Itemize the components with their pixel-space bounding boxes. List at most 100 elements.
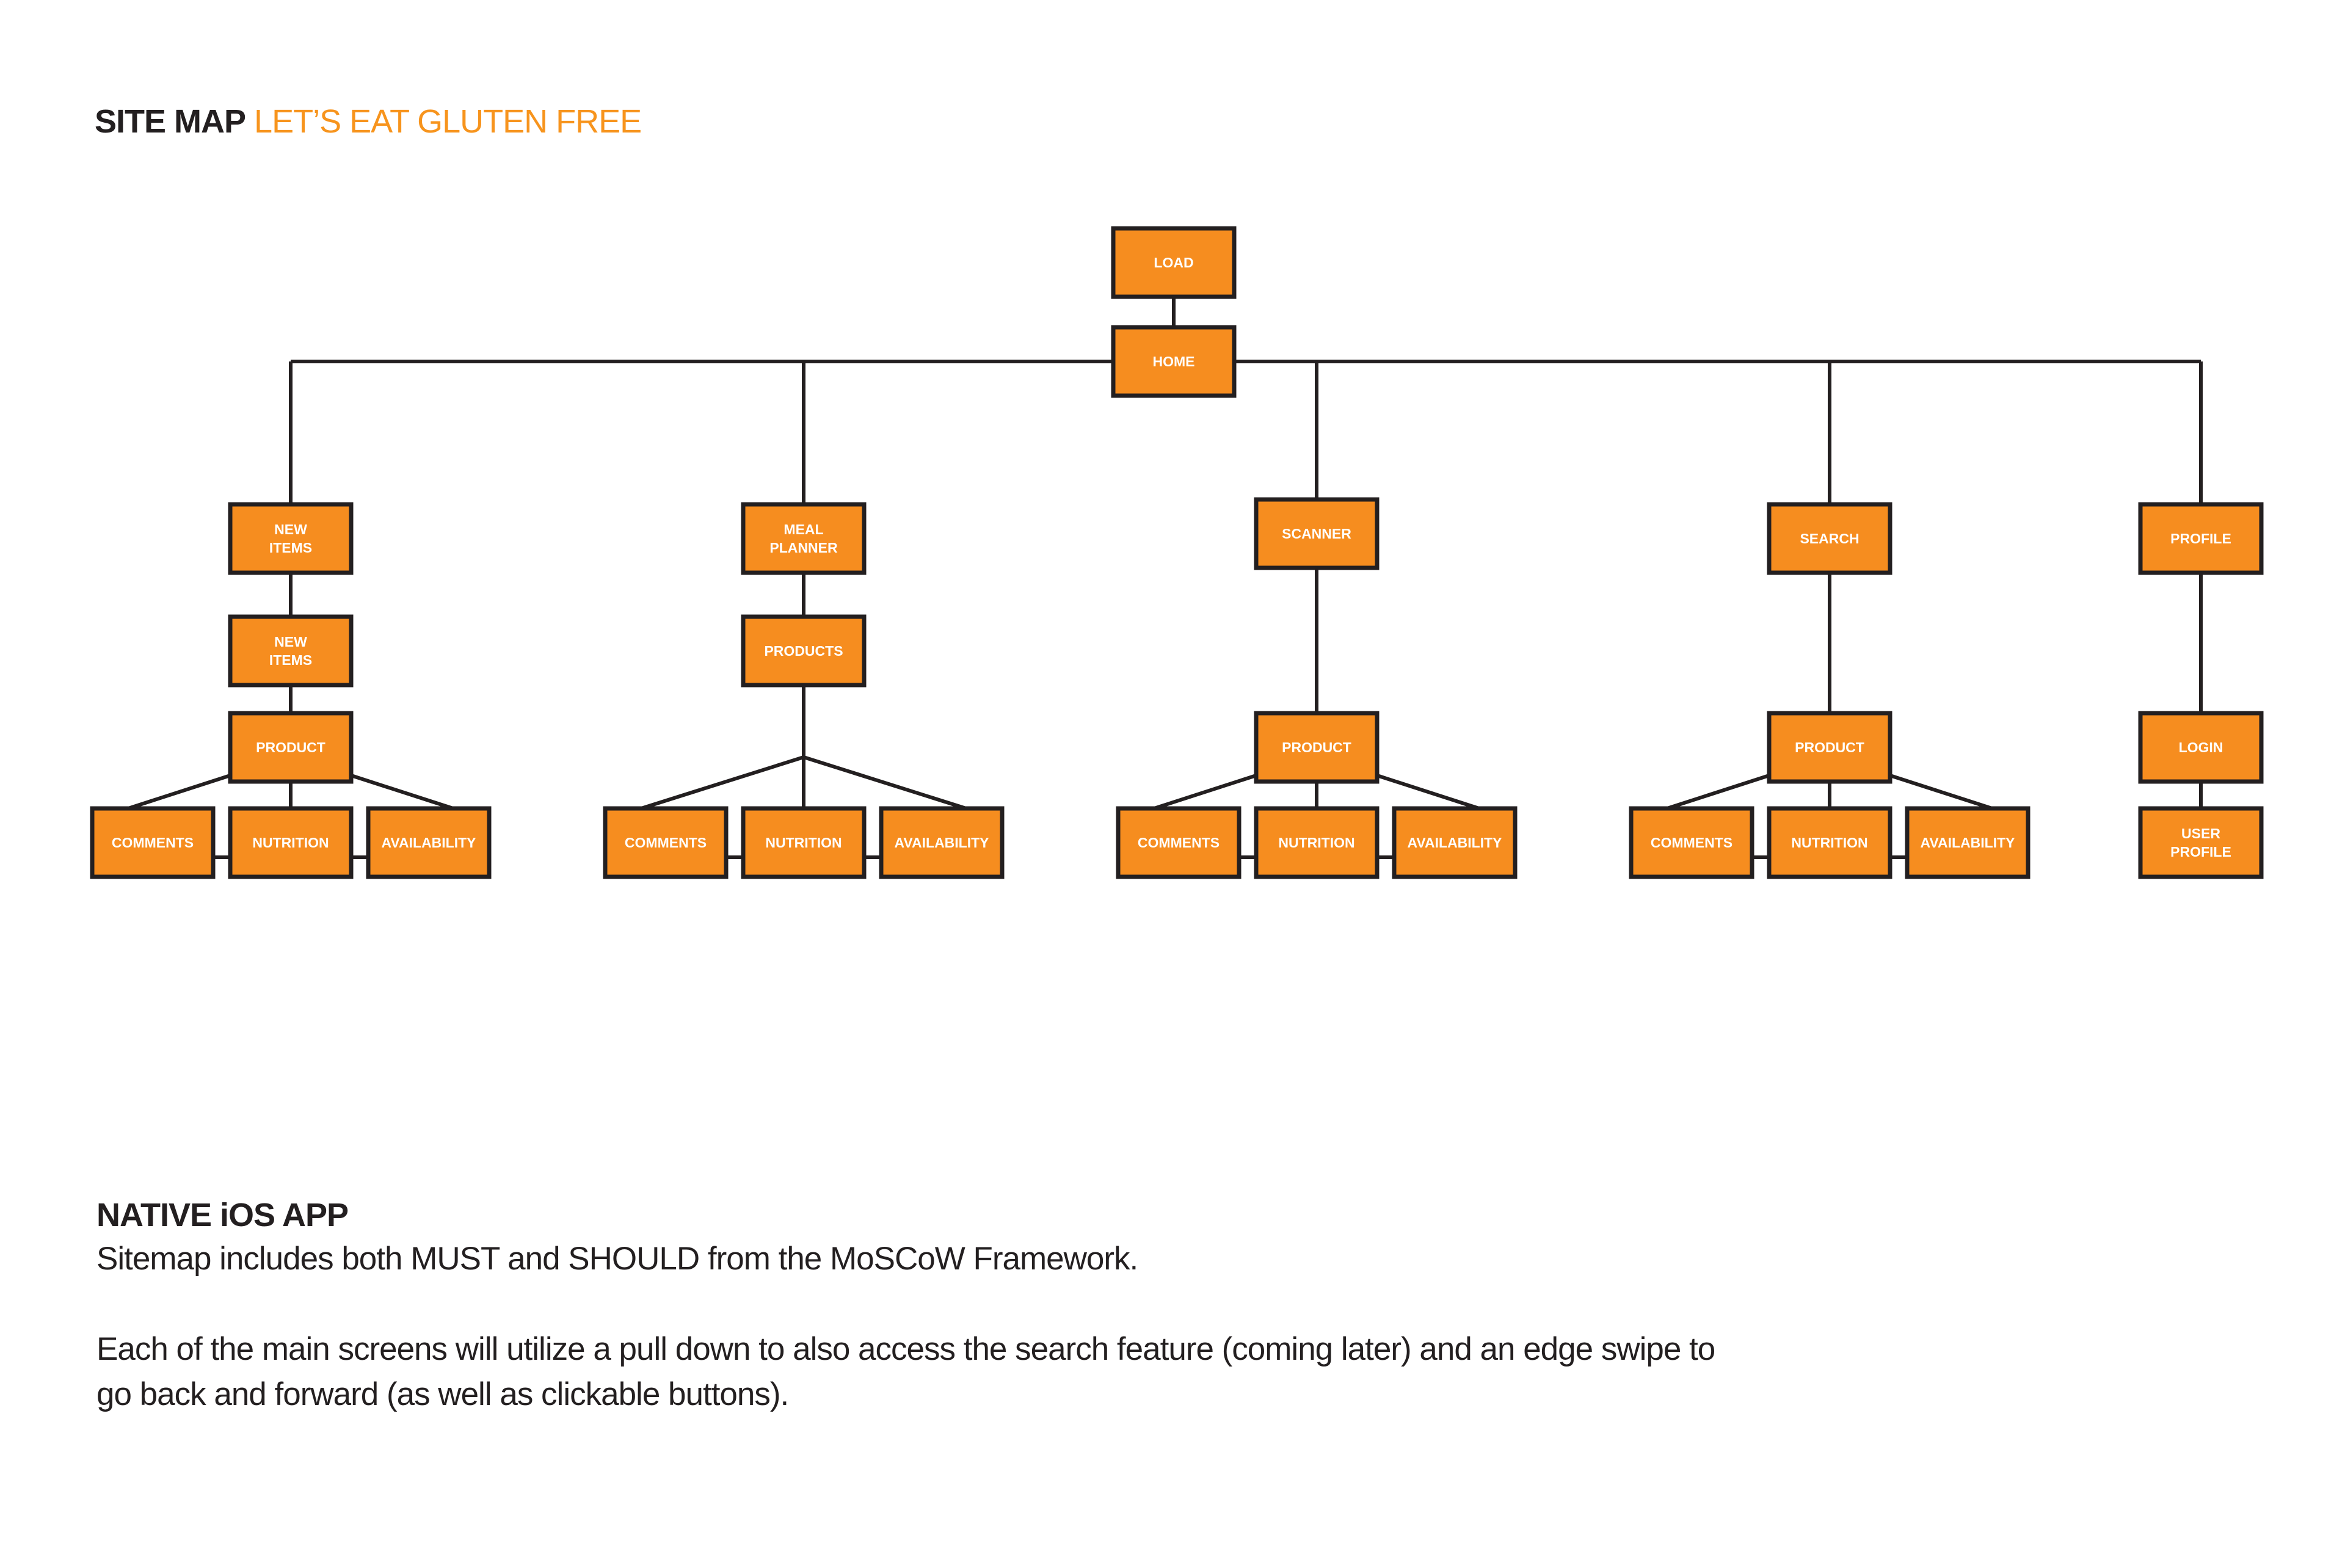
- node-search: SEARCH: [1767, 502, 1892, 575]
- node-product-1: PRODUCT: [228, 711, 354, 784]
- node-scanner-comments-label: COMMENTS: [1138, 835, 1220, 851]
- node-meal-planner-nutrition-label: NUTRITION: [765, 835, 842, 851]
- node-product-4-box: [1767, 711, 1892, 784]
- node-scanner-nutrition-box: [1254, 806, 1380, 879]
- node-user-profile-box: [2138, 806, 2264, 879]
- node-products-2-box: [741, 614, 867, 688]
- node-search-box: [1767, 502, 1892, 575]
- node-search-comments: COMMENTS: [1629, 806, 1754, 879]
- node-load-box: [1111, 226, 1237, 299]
- node-profile-box: [2138, 502, 2264, 575]
- node-new-items-box: [228, 502, 354, 575]
- notes-line-2a: Each of the main screens will utilize a …: [96, 1331, 1715, 1367]
- node-search-availability: AVAILABILITY: [1905, 806, 2031, 879]
- node-product-1-box: [228, 711, 354, 784]
- node-search-availability-box: [1905, 806, 2031, 879]
- edge-fan-left: [128, 774, 231, 810]
- node-user-profile-label: USER: [2181, 826, 2220, 841]
- node-meal-planner-availability-box: [879, 806, 1005, 879]
- node-search-label: SEARCH: [1800, 531, 1859, 546]
- node-new-items-label: ITEMS: [269, 540, 312, 556]
- node-load-label: LOAD: [1154, 255, 1193, 270]
- node-new-items-comments: COMMENTS: [90, 806, 216, 879]
- node-meal-planner-availability: AVAILABILITY: [879, 806, 1005, 879]
- node-new-items-2-label: ITEMS: [269, 652, 312, 668]
- notes-section: NATIVE iOS APP Sitemap includes both MUS…: [96, 1194, 2112, 1417]
- node-products-2: PRODUCTS: [741, 614, 867, 688]
- node-scanner-nutrition-label: NUTRITION: [1278, 835, 1354, 851]
- node-products-2-label: PRODUCTS: [764, 643, 843, 659]
- node-search-comments-box: [1629, 806, 1754, 879]
- node-scanner-box: [1254, 497, 1380, 570]
- node-search-nutrition-box: [1767, 806, 1892, 879]
- node-meal-planner: MEAL PLANNER: [741, 502, 867, 575]
- edge-fan-left: [641, 755, 804, 810]
- node-user-profile-label: PROFILE: [2170, 844, 2231, 860]
- edge-fan-left: [1154, 774, 1257, 810]
- node-new-items-2: NEW ITEMS: [228, 614, 354, 688]
- sitemap-edges: [128, 297, 2203, 859]
- page-title: SITE MAP LET’S EAT GLUTEN FREE: [95, 103, 642, 140]
- node-product-3: PRODUCT: [1254, 711, 1380, 784]
- node-meal-planner-comments-label: COMMENTS: [625, 835, 707, 851]
- node-profile: PROFILE: [2138, 502, 2264, 575]
- node-meal-planner-nutrition: NUTRITION: [741, 806, 867, 879]
- node-meal-planner-label: MEAL: [783, 521, 823, 537]
- node-login-box: [2138, 711, 2264, 784]
- edge-fan-right: [1376, 774, 1480, 810]
- edge-fan-right: [351, 774, 454, 810]
- node-search-nutrition-label: NUTRITION: [1791, 835, 1867, 851]
- node-home: HOME: [1111, 325, 1237, 398]
- node-meal-planner-nutrition-box: [741, 806, 867, 879]
- node-scanner-availability-label: AVAILABILITY: [1407, 835, 1502, 851]
- node-new-items-comments-box: [90, 806, 216, 879]
- node-new-items-availability: AVAILABILITY: [366, 806, 492, 879]
- node-scanner-nutrition: NUTRITION: [1254, 806, 1380, 879]
- notes-line-2b: go back and forward (as well as clickabl…: [96, 1376, 789, 1412]
- node-scanner-comments: COMMENTS: [1116, 806, 1242, 879]
- notes-spacer: [96, 1282, 2112, 1327]
- title-prefix: SITE MAP: [95, 103, 246, 140]
- node-product-4-label: PRODUCT: [1795, 739, 1864, 755]
- node-product-1-label: PRODUCT: [256, 739, 325, 755]
- node-home-label: HOME: [1153, 354, 1195, 369]
- node-new-items-2-label: NEW: [274, 634, 307, 650]
- node-product-3-label: PRODUCT: [1282, 739, 1351, 755]
- node-search-comments-label: COMMENTS: [1651, 835, 1732, 851]
- node-new-items-comments-label: COMMENTS: [112, 835, 194, 851]
- node-meal-planner-comments-box: [603, 806, 729, 879]
- edge-fan-left: [1667, 774, 1770, 810]
- node-profile-label: PROFILE: [2170, 531, 2231, 546]
- node-new-items-2-box: [228, 614, 354, 688]
- node-scanner-label: SCANNER: [1282, 526, 1351, 542]
- node-login: LOGIN: [2138, 711, 2264, 784]
- node-meal-planner-label: PLANNER: [769, 540, 838, 556]
- sitemap-nodes: LOAD HOME NEW ITEMS NEW ITEMS PRODUCT COMMENTS N…: [90, 226, 2264, 879]
- node-meal-planner-box: [741, 502, 867, 575]
- node-search-availability-label: AVAILABILITY: [1920, 835, 2015, 851]
- node-product-4: PRODUCT: [1767, 711, 1892, 784]
- node-product-3-box: [1254, 711, 1380, 784]
- edge-fan-right: [1889, 774, 1993, 810]
- node-new-items-nutrition-label: NUTRITION: [252, 835, 329, 851]
- node-scanner-availability-box: [1392, 806, 1518, 879]
- node-new-items-availability-box: [366, 806, 492, 879]
- node-new-items-nutrition-box: [228, 806, 354, 879]
- notes-line-1: Sitemap includes both MUST and SHOULD fr…: [96, 1241, 1138, 1277]
- node-new-items-nutrition: NUTRITION: [228, 806, 354, 879]
- node-home-box: [1111, 325, 1237, 398]
- node-new-items-availability-label: AVAILABILITY: [381, 835, 476, 851]
- title-app-name: LET’S EAT GLUTEN FREE: [254, 103, 642, 140]
- node-scanner-comments-box: [1116, 806, 1242, 879]
- node-meal-planner-availability-label: AVAILABILITY: [894, 835, 989, 851]
- node-scanner: SCANNER: [1254, 497, 1380, 570]
- node-login-label: LOGIN: [2179, 739, 2223, 755]
- node-scanner-availability: AVAILABILITY: [1392, 806, 1518, 879]
- edge-fan-right: [803, 755, 967, 810]
- node-search-nutrition: NUTRITION: [1767, 806, 1892, 879]
- node-load: LOAD: [1111, 226, 1237, 299]
- node-new-items-label: NEW: [274, 521, 307, 537]
- node-meal-planner-comments: COMMENTS: [603, 806, 729, 879]
- node-new-items: NEW ITEMS: [228, 502, 354, 575]
